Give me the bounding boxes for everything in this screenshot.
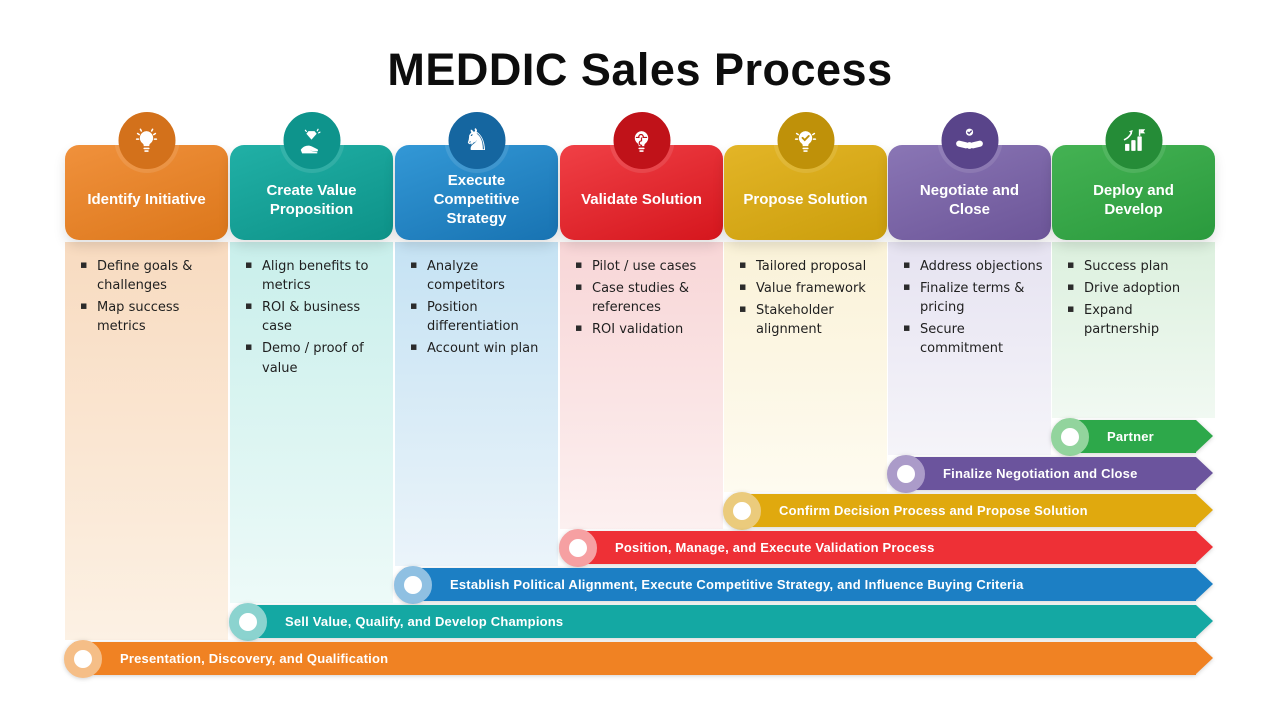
bullet-item: Align benefits to metrics: [244, 257, 385, 295]
column-body: Tailored proposal Value framework Stakeh…: [724, 242, 887, 492]
bullet-item: Expand partnership: [1066, 301, 1207, 339]
bulb-icon: [118, 112, 175, 169]
process-column-validate: Validate Solution Pilot / use cases Case…: [560, 0, 723, 720]
bullet-item: Address objections: [902, 257, 1043, 276]
puzzle-bulb-icon: [613, 112, 670, 169]
handshake-icon: [941, 112, 998, 169]
column-body: Address objections Finalize terms & pric…: [888, 242, 1051, 455]
process-arrow-finalize-negotiation: Finalize Negotiation and Close: [887, 454, 1213, 493]
arrow-label: Finalize Negotiation and Close: [943, 466, 1138, 481]
process-column-identify: Identify Initiative Define goals & chall…: [65, 0, 228, 720]
bullet-item: Success plan: [1066, 257, 1207, 276]
bullet-item: Stakeholder alignment: [738, 301, 879, 339]
slide-title: MEDDIC Sales Process: [387, 44, 893, 95]
bullet-item: Analyze competitors: [409, 257, 550, 295]
bullet-item: Position differentiation: [409, 298, 550, 336]
arrow-knob: [887, 454, 925, 493]
arrow-knob: [64, 639, 102, 678]
bullet-item: Map success metrics: [79, 298, 220, 336]
process-arrow-partner: Partner: [1051, 417, 1213, 456]
bullet-item: Tailored proposal: [738, 257, 879, 276]
process-column-competitive: ♞ Execute Competitive Strategy Analyze c…: [395, 0, 558, 720]
bullet-item: Value framework: [738, 279, 879, 298]
arrow-label: Partner: [1107, 429, 1154, 444]
process-column-negotiate: Negotiate and Close Address objections F…: [888, 0, 1051, 720]
process-column-deploy: Deploy and Develop Success plan Drive ad…: [1052, 0, 1215, 720]
arrow-knob: [723, 491, 761, 530]
arrow-knob: [1051, 417, 1089, 456]
bulb-check-icon: [777, 112, 834, 169]
column-body: Analyze competitors Position differentia…: [395, 242, 558, 566]
bullet-item: Account win plan: [409, 339, 550, 358]
bullet-item: ROI validation: [574, 320, 715, 339]
bullet-item: Demo / proof of value: [244, 339, 385, 377]
arrow-label: Confirm Decision Process and Propose Sol…: [779, 503, 1088, 518]
column-body: Pilot / use cases Case studies & referen…: [560, 242, 723, 529]
hand-diamond-icon: [283, 112, 340, 169]
column-body: Define goals & challenges Map success me…: [65, 242, 228, 640]
process-arrow-sell-value: Sell Value, Qualify, and Develop Champio…: [229, 602, 1213, 641]
arrow-label: Presentation, Discovery, and Qualificati…: [120, 651, 389, 666]
arrow-knob: [394, 565, 432, 604]
process-arrow-validation-process: Position, Manage, and Execute Validation…: [559, 528, 1213, 567]
column-body: Align benefits to metrics ROI & business…: [230, 242, 393, 603]
chess-knight-icon: ♞: [448, 112, 505, 169]
column-body: Success plan Drive adoption Expand partn…: [1052, 242, 1215, 418]
bullet-item: ROI & business case: [244, 298, 385, 336]
process-arrow-political-alignment: Establish Political Alignment, Execute C…: [394, 565, 1213, 604]
process-arrow-presentation-discovery: Presentation, Discovery, and Qualificati…: [64, 639, 1213, 678]
bullet-item: Secure commitment: [902, 320, 1043, 358]
bullet-item: Finalize terms & pricing: [902, 279, 1043, 317]
bullet-item: Pilot / use cases: [574, 257, 715, 276]
arrow-knob: [559, 528, 597, 567]
arrow-label: Position, Manage, and Execute Validation…: [615, 540, 935, 555]
growth-chart-icon: [1105, 112, 1162, 169]
bullet-item: Drive adoption: [1066, 279, 1207, 298]
arrow-label: Establish Political Alignment, Execute C…: [450, 577, 1024, 592]
process-arrow-confirm-decision: Confirm Decision Process and Propose Sol…: [723, 491, 1213, 530]
process-column-create-value: Create Value Proposition Align benefits …: [230, 0, 393, 720]
arrow-knob: [229, 602, 267, 641]
process-column-propose: Propose Solution Tailored proposal Value…: [724, 0, 887, 720]
bullet-item: Define goals & challenges: [79, 257, 220, 295]
bullet-item: Case studies & references: [574, 279, 715, 317]
arrow-label: Sell Value, Qualify, and Develop Champio…: [285, 614, 564, 629]
